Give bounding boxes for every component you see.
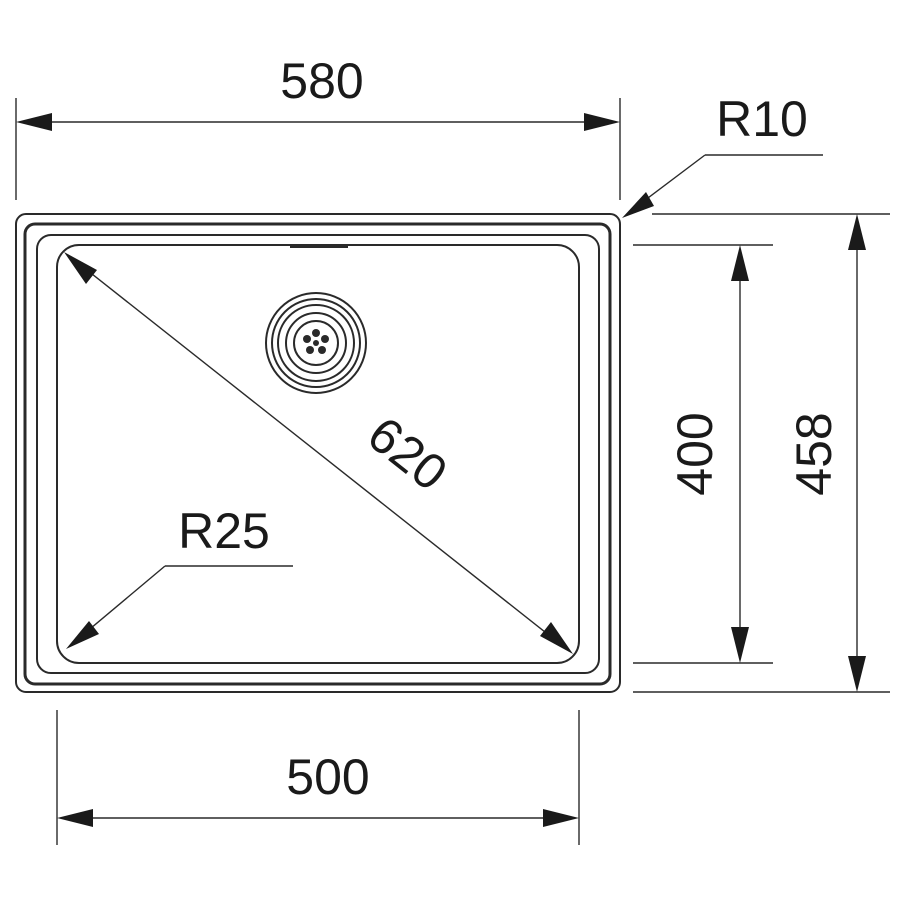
- dimension-bowl-width: 500: [56, 710, 580, 845]
- drain: [265, 292, 367, 394]
- label-overall-width: 580: [280, 53, 363, 109]
- drain-strainer: [293, 320, 339, 366]
- label-bowl-width: 500: [286, 749, 369, 805]
- drain-ring-2: [271, 298, 361, 388]
- label-outer-radius: R10: [716, 91, 808, 147]
- dimension-overall-height: 458: [633, 213, 890, 693]
- sink-body: [15, 213, 621, 693]
- bowl-inner-edge: [56, 244, 580, 664]
- drain-ring-4: [285, 312, 347, 374]
- drain-outer-ring: [265, 292, 367, 394]
- outer-rim: [15, 213, 621, 693]
- drain-strainer-holes: [303, 329, 329, 354]
- label-inner-radius: R25: [178, 503, 270, 559]
- label-bowl-height: 400: [667, 412, 723, 495]
- drain-ring-3: [277, 304, 355, 382]
- dimension-outer-radius: R10: [622, 91, 823, 218]
- dimension-inner-radius: R25: [66, 503, 293, 649]
- rim-inner-edge: [23, 222, 612, 686]
- dimension-bowl-height: 400: [633, 244, 773, 664]
- label-overall-height: 458: [786, 412, 842, 495]
- dimension-overall-width: 580: [15, 53, 621, 200]
- bowl-outer-edge: [36, 234, 600, 674]
- label-diagonal: 620: [357, 406, 457, 502]
